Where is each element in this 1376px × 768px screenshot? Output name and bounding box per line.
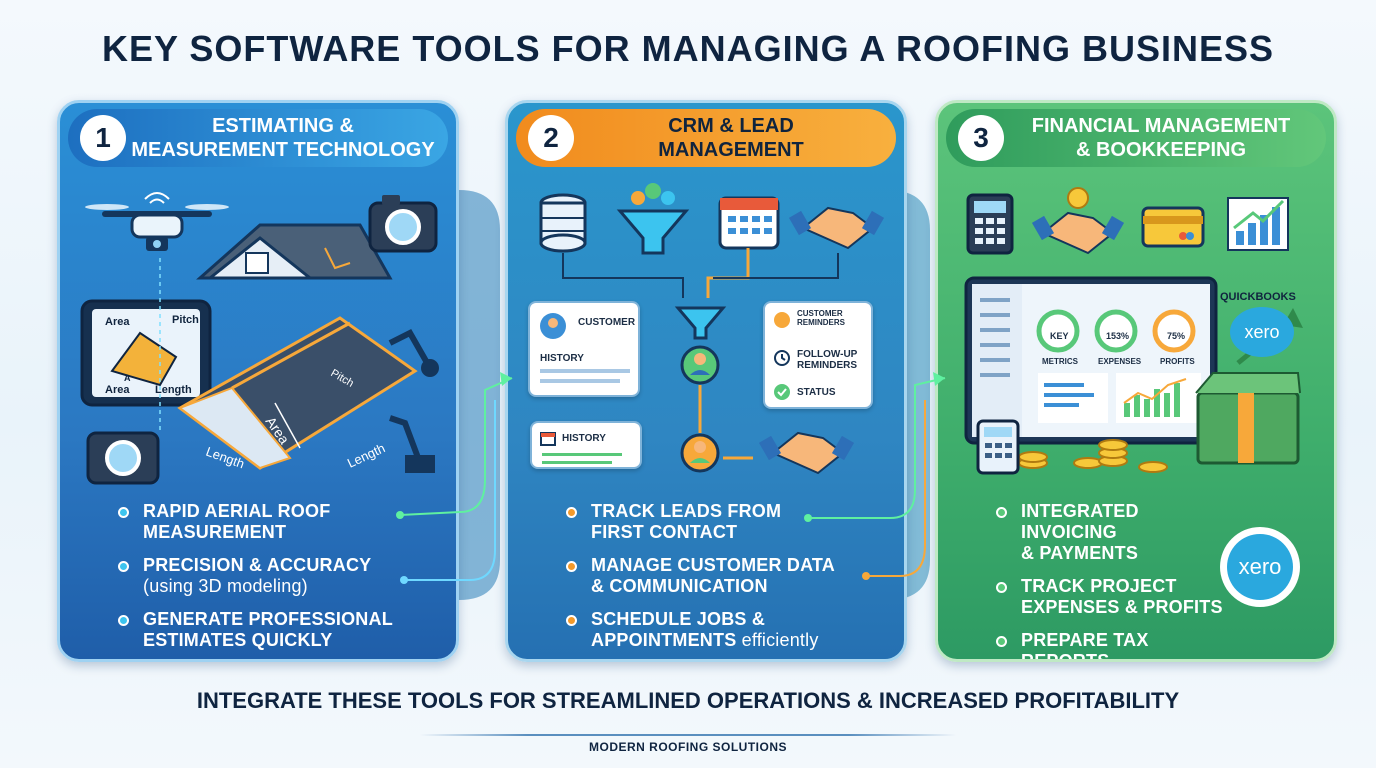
avatar-icon (774, 312, 790, 328)
person-icon (680, 345, 720, 385)
bullet-item: MANAGE CUSTOMER DATA& COMMUNICATION (566, 555, 896, 597)
calendar-icon (718, 196, 780, 250)
tablet-icon: Area Pitch A Area Length (80, 299, 212, 407)
robot-arm-icon (388, 329, 439, 473)
svg-text:A: A (124, 373, 131, 383)
step-number: 1 (80, 115, 126, 161)
drone-icon (85, 192, 229, 251)
calculator-icon (976, 419, 1020, 475)
footer-tagline: INTEGRATE THESE TOOLS FOR STREAMLINED OP… (196, 688, 1180, 713)
step-number: 3 (958, 115, 1004, 161)
bullet-item: PREPARE TAX REPORTS (996, 630, 1226, 659)
handshake-icon (1031, 187, 1125, 255)
coins-icon (1018, 439, 1168, 473)
panel-header: 2 CRM & LEAD MANAGEMENT (516, 109, 896, 167)
handshake-icon (788, 206, 885, 250)
divider (420, 734, 956, 736)
dashboard-screen (964, 276, 1218, 445)
cash-stack-icon (1195, 308, 1303, 465)
svg-text:Area: Area (105, 384, 130, 396)
panel-bullets: INTEGRATED INVOICING& PAYMENTS TRACK PRO… (996, 501, 1226, 659)
history-card: HISTORY (530, 421, 642, 469)
svg-text:Pitch: Pitch (172, 314, 199, 326)
calculator-icon (966, 193, 1014, 255)
svg-text:Area: Area (105, 316, 130, 328)
camera-icon (368, 195, 438, 253)
page-title: KEY SOFTWARE TOOLS FOR MANAGING A ROOFIN… (101, 28, 1275, 69)
svg-text:Length: Length (345, 440, 387, 470)
roof-3d-model: Area Pitch Length Length (177, 316, 418, 471)
panel-crm: 2 CRM & LEAD MANAGEMENT (505, 100, 907, 662)
bullet-item: SCHEDULE JOBS &APPOINTMENTS efficiently (566, 609, 896, 651)
panel-estimating: 1 ESTIMATING & MEASUREMENT TECHNOLOGY (57, 100, 459, 662)
xero-logo-large: xero (1220, 527, 1300, 607)
check-icon (774, 384, 790, 400)
bullet-item: PRECISION & ACCURACY(using 3D modeling) (118, 555, 448, 597)
avatar-icon (540, 313, 566, 339)
xero-logo: xero (1230, 307, 1294, 357)
database-icon (539, 193, 587, 253)
brand-label: MODERN ROOFING SOLUTIONS (589, 740, 787, 754)
panel-header: 1 ESTIMATING & MEASUREMENT TECHNOLOGY (68, 109, 448, 167)
panel-header: 3 FINANCIAL MANAGEMENT & BOOKKEEPING (946, 109, 1326, 167)
house-icon (196, 223, 393, 280)
bullet-item: INTEGRATED INVOICING& PAYMENTS (996, 501, 1226, 564)
quickbooks-label: QUICKBOOKS (1220, 291, 1296, 303)
panel-title: FINANCIAL MANAGEMENT & BOOKKEEPING (1031, 115, 1291, 161)
funnel-icon (616, 183, 690, 255)
panel-title: CRM & LEAD MANAGEMENT (658, 115, 804, 161)
panel-title: ESTIMATING & MEASUREMENT TECHNOLOGY (131, 115, 435, 161)
credit-card-icon (1141, 206, 1205, 248)
growth-chart-icon (1227, 197, 1289, 251)
camera-icon (86, 431, 160, 485)
funnel-icon (674, 306, 727, 340)
customer-card: CUSTOMER HISTORY (528, 301, 640, 397)
handshake-icon (758, 431, 855, 475)
finance-illustration (964, 187, 1303, 475)
calendar-icon (540, 432, 556, 446)
svg-text:Length: Length (155, 384, 192, 396)
person-icon (680, 433, 720, 473)
roof-measurement-illustration: Area Pitch A Area Length Area Pitch Leng… (80, 192, 439, 485)
step-number: 2 (528, 115, 574, 161)
clock-icon (774, 350, 790, 366)
panel-financial: 3 FINANCIAL MANAGEMENT & BOOKKEEPING (935, 100, 1337, 662)
